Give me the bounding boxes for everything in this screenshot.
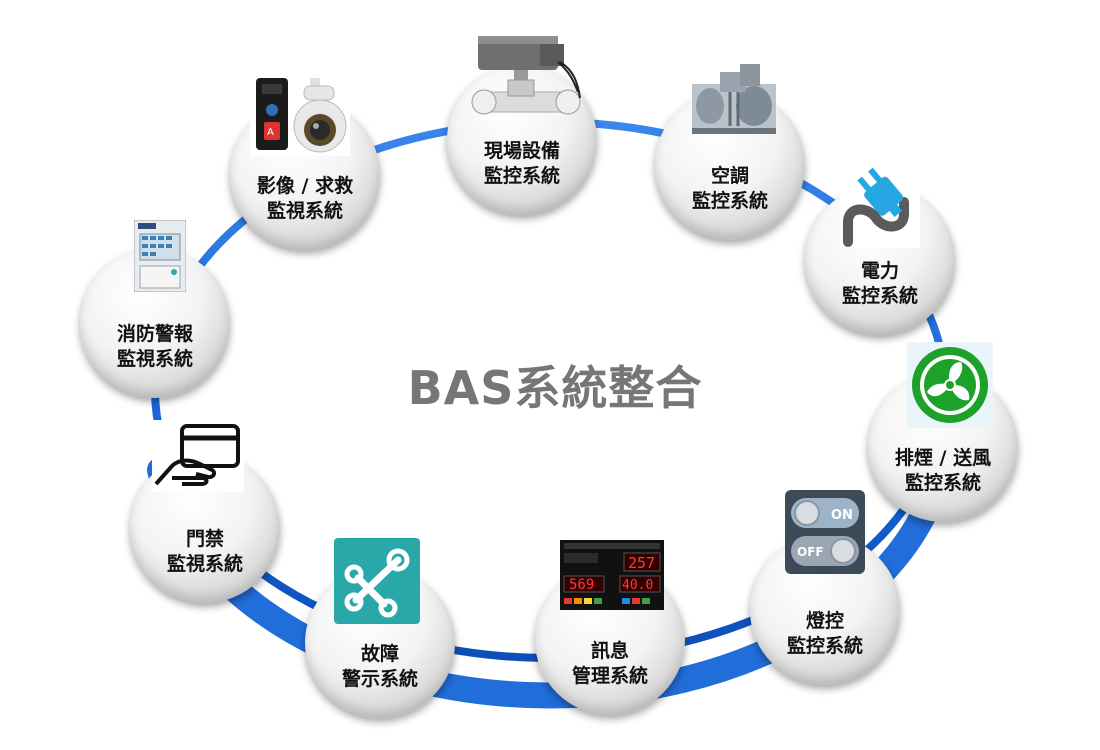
wrench-icon [334, 538, 420, 624]
display-top-left: 257 [628, 554, 655, 572]
node-label: 排煙 / 送風監控系統 [894, 447, 992, 494]
node-label: 現場設備監控系統 [483, 140, 560, 187]
center-title: BAS系統整合 [407, 361, 703, 415]
svg-text:OFF: OFF [797, 545, 824, 559]
node-label: 影像 / 求救監視系統 [256, 175, 354, 222]
node-label: 故障警示系統 [341, 643, 418, 690]
node-label: 空調監控系統 [691, 165, 768, 212]
node-label: 燈控監控系統 [786, 610, 863, 657]
display-bottom-right: 40.0 [622, 578, 653, 593]
node-label: 訊息管理系統 [571, 640, 648, 687]
svg-text:A: A [267, 127, 274, 138]
display-bottom-left: 569 [569, 577, 594, 593]
node-label: 電力監控系統 [841, 260, 918, 307]
on-off-switch-icon: ON OFF [785, 490, 865, 574]
card-reader-icon [152, 420, 244, 492]
fan-icon [907, 342, 993, 428]
svg-text:ON: ON [831, 508, 853, 523]
power-plug-icon [840, 162, 920, 248]
camera-intercom-icon: A [250, 76, 350, 156]
chiller-icon [690, 62, 778, 136]
fire-panel-icon [134, 220, 186, 292]
valve-actuator-icon [470, 32, 582, 127]
node-label: 消防警報監視系統 [116, 323, 193, 370]
led-display-icon: 257 569 40.0 [560, 540, 664, 610]
node-label: 門禁監視系統 [166, 528, 243, 575]
